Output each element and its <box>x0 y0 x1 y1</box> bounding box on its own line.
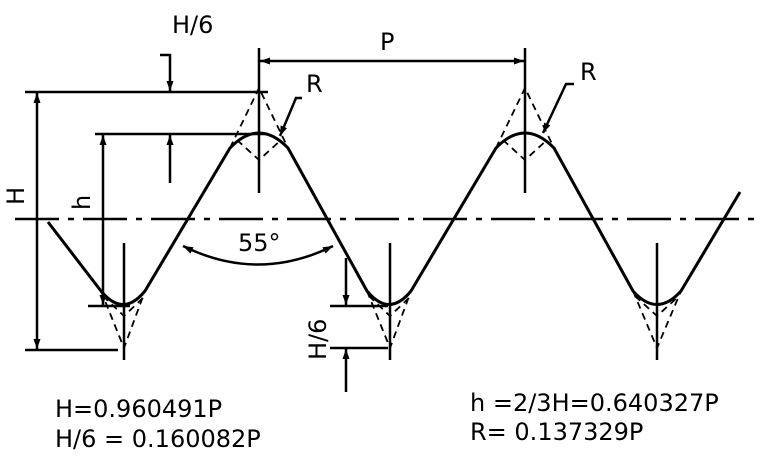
H-label: H <box>2 187 30 205</box>
axis-lines <box>122 48 659 360</box>
radius-label-left: R <box>306 70 323 98</box>
angle-label: 55° <box>238 229 281 257</box>
radius-leader-right <box>541 82 574 134</box>
pitch-label: P <box>380 28 394 56</box>
formula-H: H=0.960491P <box>55 395 222 423</box>
angle-arc <box>182 244 334 266</box>
radius-leader-left <box>278 96 302 137</box>
extension-lines <box>25 90 388 352</box>
formula-H6: H/6 = 0.160082P <box>55 425 261 453</box>
radius-label-right: R <box>580 58 597 86</box>
formula-h: h =2/3H=0.640327P <box>470 389 719 417</box>
formula-R: R= 0.137329P <box>470 418 643 446</box>
h-label: h <box>68 195 96 210</box>
h6-label-bottom: H/6 <box>304 319 332 360</box>
h6-label-top: H/6 <box>172 11 213 39</box>
h6-top-leader <box>160 53 174 183</box>
